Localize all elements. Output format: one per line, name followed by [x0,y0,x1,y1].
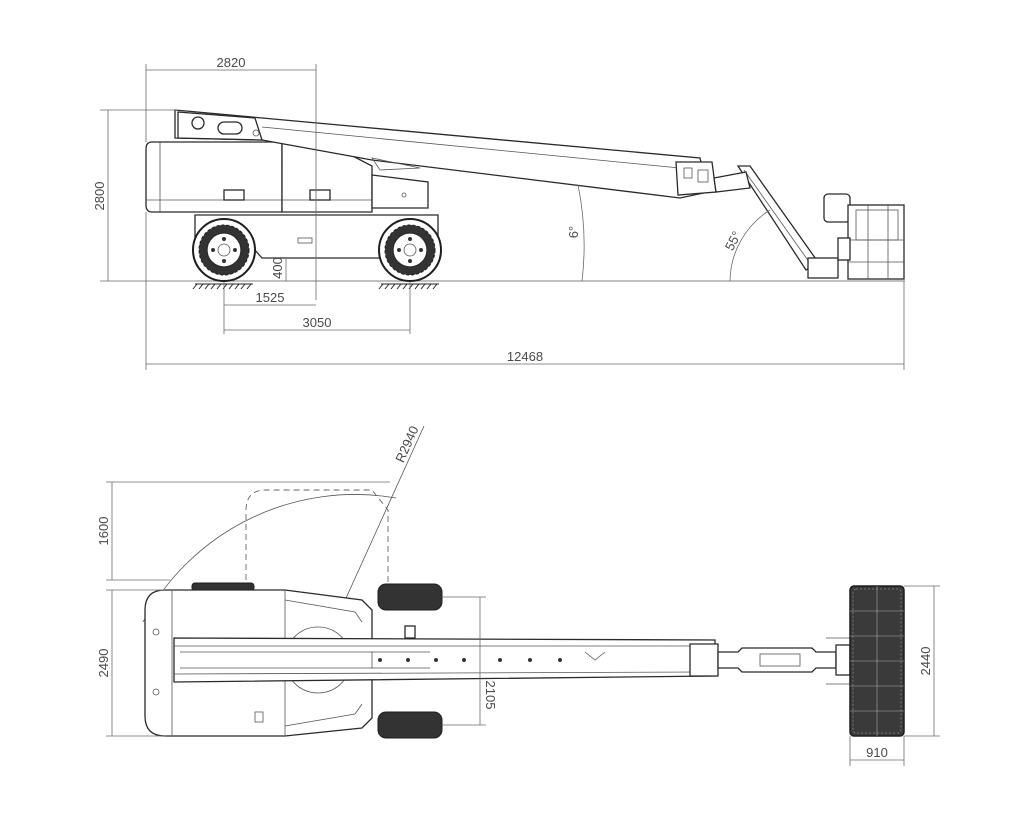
dim-label-910: 910 [866,745,888,760]
platform-basket-icon [849,585,905,737]
dim-2820: 2820 [145,55,317,300]
tail-outline [245,489,389,592]
angle-55: 55° [722,209,771,282]
dim-1525: 1525 [223,282,316,334]
dim-label-R2940: R2940 [392,424,421,465]
dim-3050: 3050 [224,282,411,334]
wheel-icon [378,218,442,282]
side-view: 2820 2800 400 1525 3050 [92,55,905,370]
jib-link [713,171,751,193]
dim-2800: 2800 [92,109,195,282]
wheel-icon [377,583,443,739]
dim-12468: 12468 [145,212,905,370]
dim-label-1525: 1525 [256,290,285,305]
dim-2105: 2105 [442,596,498,726]
rotator [807,257,839,279]
dim-1600: 1600 [96,481,390,581]
dim-label-2440: 2440 [918,647,933,676]
counterweight [145,141,283,213]
boom-pivot-slot [217,121,243,135]
dim-label-12468: 12468 [507,349,543,364]
swing-radius-arc [142,494,397,623]
boom-head [675,161,717,196]
angle-label-6: 6° [566,226,581,238]
turntable-handle [309,189,331,201]
dim-910: 910 [849,736,905,766]
dim-label-3050: 3050 [303,315,332,330]
boom-pivot-pin [191,116,205,130]
wheel-icon [192,218,256,282]
dim-label-2800: 2800 [92,182,107,211]
boom-head-top [689,643,719,677]
boom-top [173,637,716,683]
dim-400: 400 [270,257,287,281]
rear-handle [223,189,245,201]
dim-2440: 2440 [904,585,940,737]
ground-hatch-rear [192,283,253,290]
dim-label-400: 400 [270,257,285,279]
ground-hatch-front [378,283,439,290]
turntable-front [371,174,429,209]
top-view: R2940 [96,424,940,766]
angle-label-55: 55° [722,229,744,253]
dim-label-2490: 2490 [96,649,111,678]
dim-label-2820: 2820 [217,55,246,70]
rotator-top [835,644,851,676]
dim-2490: 2490 [96,589,165,737]
boom-bracket [404,625,416,639]
dim-label-1600: 1600 [96,517,111,546]
angle-6: 6° [566,184,585,282]
dim-label-2105: 2105 [483,681,498,710]
jib-top [717,647,837,673]
platform-basket-icon [823,193,905,280]
